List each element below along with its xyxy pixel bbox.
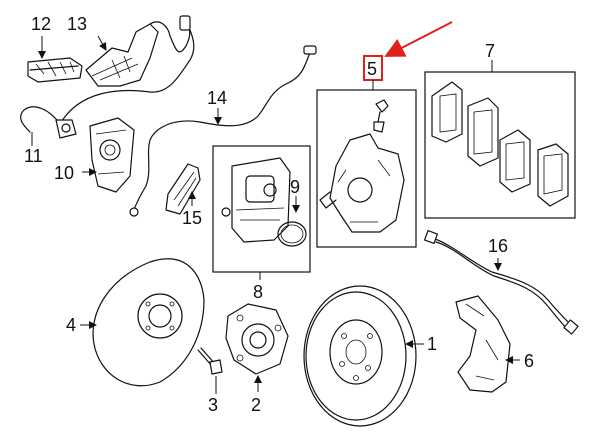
callout-8: 8 <box>253 282 263 302</box>
callout-7: 7 <box>485 41 495 61</box>
part-3-bolt[interactable] <box>197 347 223 375</box>
part-10-dust-guard[interactable] <box>89 117 135 193</box>
part-7-brake-pads[interactable] <box>431 81 569 207</box>
callout-14: 14 <box>207 88 227 108</box>
callout-4: 4 <box>66 315 76 335</box>
part-1-brake-rotor[interactable] <box>303 285 417 427</box>
part-2-hub-bearing[interactable] <box>225 303 289 375</box>
leader-13 <box>97 35 107 51</box>
group-box-8 <box>212 145 311 273</box>
callout-6: 6 <box>524 351 534 371</box>
part-16-brake-line[interactable] <box>423 229 579 335</box>
callout-1: 1 <box>427 334 437 354</box>
callout-2: 2 <box>251 395 261 415</box>
part-4-splash-shield[interactable] <box>92 258 205 387</box>
part-13-sensor-bracket[interactable] <box>85 15 191 87</box>
callout-15: 15 <box>182 208 202 228</box>
part-11-sensor-wire[interactable] <box>20 29 195 139</box>
callout-12: 12 <box>31 14 51 34</box>
callout-9: 9 <box>290 177 300 197</box>
callout-3: 3 <box>208 395 218 415</box>
group-box-5 <box>316 89 417 248</box>
highlight-pointer-arrow <box>384 21 453 57</box>
callout-10: 10 <box>54 163 74 183</box>
callout-16: 16 <box>488 236 508 256</box>
callout-11: 11 <box>24 146 43 166</box>
part-8-caliper-piston-housing[interactable] <box>221 157 291 243</box>
part-15-guide-pin[interactable] <box>165 163 201 215</box>
group-box-7 <box>424 71 576 219</box>
callout-13: 13 <box>67 14 87 34</box>
callout-5: 5 <box>367 59 377 79</box>
part-12-bracket[interactable] <box>27 57 83 83</box>
part-5-brake-caliper[interactable] <box>319 99 405 233</box>
part-14-brake-hose[interactable] <box>129 45 317 217</box>
part-9-seal-ring[interactable] <box>277 221 307 247</box>
part-6-caliper-bracket[interactable] <box>455 295 511 393</box>
